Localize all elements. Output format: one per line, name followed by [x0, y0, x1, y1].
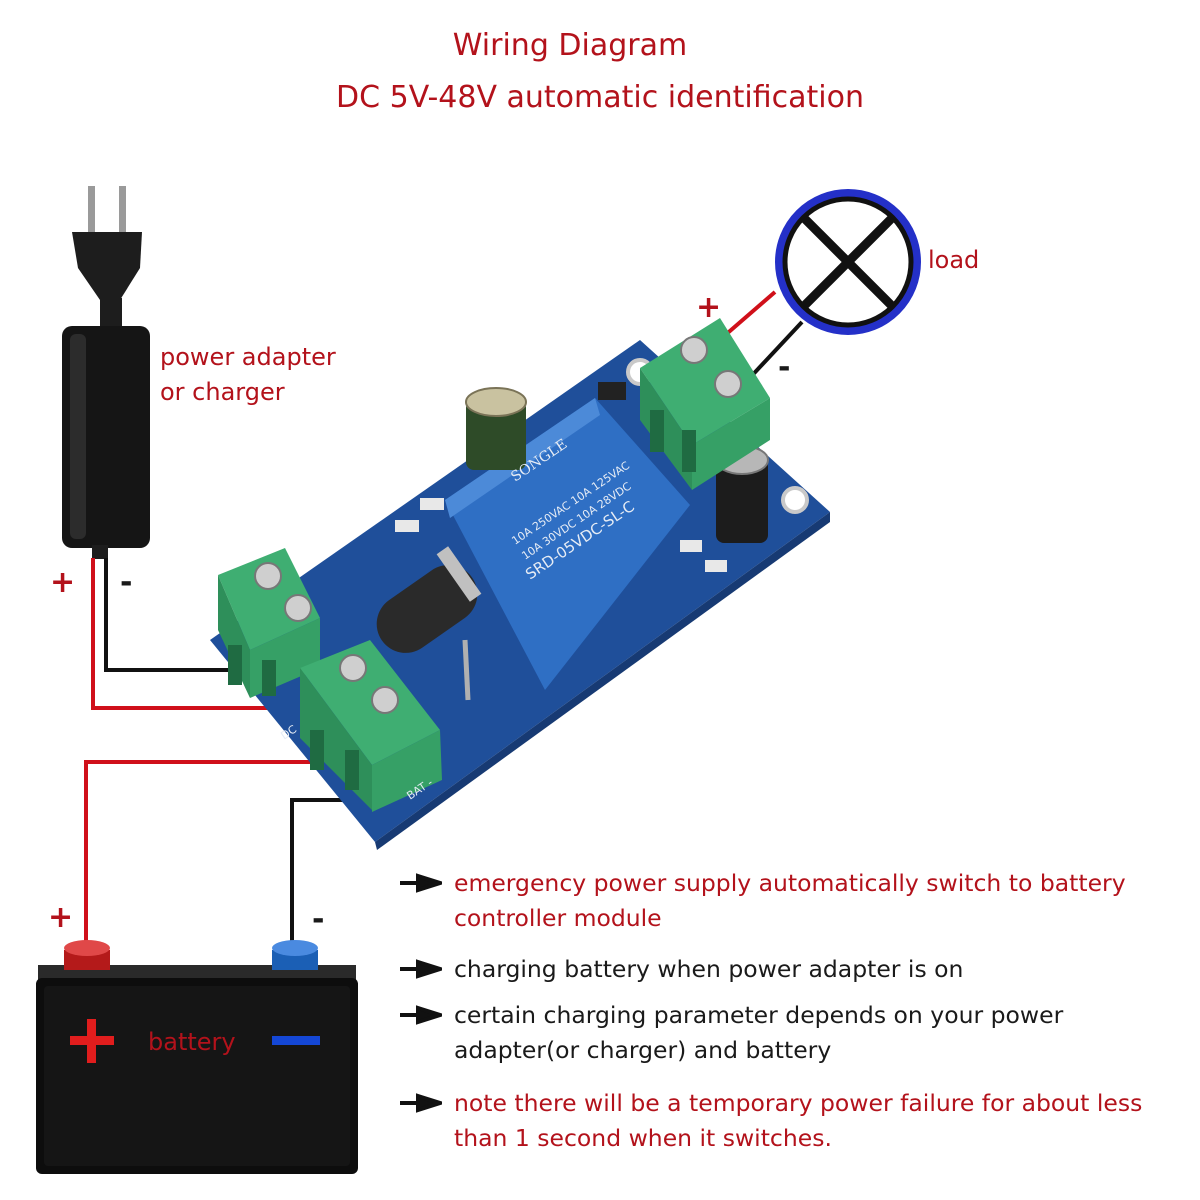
wires: [84, 290, 804, 948]
terminal-block-load: [640, 318, 770, 490]
load-plus-sign: +: [696, 290, 722, 325]
arrow-right-icon: [400, 1005, 442, 1025]
note-3-text: certain charging parameter depends on yo…: [454, 1001, 1064, 1064]
adapter-minus-sign: -: [120, 565, 133, 600]
load-minus-sign: -: [778, 350, 791, 385]
note-2-text: charging battery when power adapter is o…: [454, 955, 964, 983]
diode-icon: [376, 546, 482, 701]
arrow-right-icon: [400, 959, 442, 979]
capacitor-icon: [465, 387, 527, 470]
power-adapter-icon: [62, 186, 150, 559]
terminal-block-input: [218, 548, 320, 698]
load-lamp-icon: [775, 189, 921, 335]
capacitor-icon: [715, 445, 769, 543]
adapter-plus-sign: +: [50, 565, 76, 600]
arrow-right-icon: [400, 873, 442, 893]
arrow-right-icon: [400, 1093, 442, 1113]
battery-minus-sign: -: [312, 902, 325, 937]
adapter-label-line2: or charger: [160, 378, 285, 406]
battery-icon: [36, 940, 358, 1174]
diagram-title: Wiring Diagram: [452, 28, 688, 63]
terminal-block-battery: [300, 640, 442, 812]
diagram-subtitle: DC 5V-48V automatic identification: [336, 80, 864, 115]
adapter-label-line1: power adapter: [160, 343, 336, 371]
load-label: load: [928, 246, 980, 274]
battery-label: battery: [148, 1028, 236, 1056]
battery-plus-sign: +: [48, 900, 74, 935]
note-4-text: note there will be a temporary power fai…: [454, 1089, 1143, 1152]
note-1-text: emergency power supply automatically swi…: [454, 869, 1126, 932]
